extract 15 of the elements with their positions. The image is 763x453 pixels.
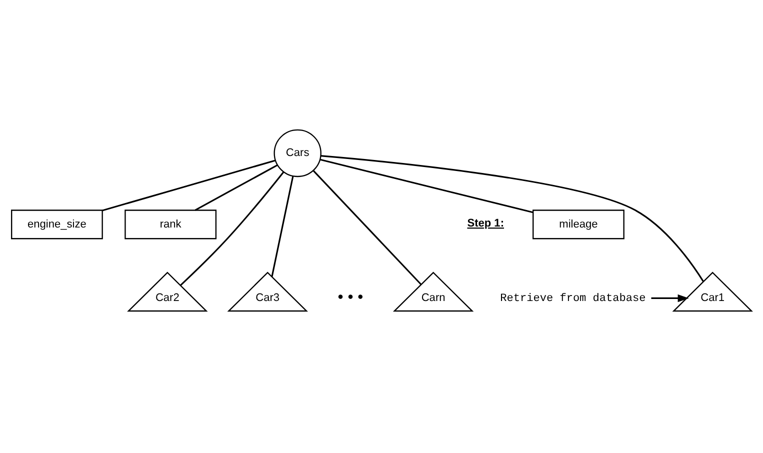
label: • • • <box>338 288 364 306</box>
connector <box>180 170 284 286</box>
connector <box>320 154 704 282</box>
connector <box>271 175 294 276</box>
connector <box>312 169 422 285</box>
node-circle: Cars <box>274 128 322 177</box>
node-text: Retrieve from database <box>500 292 646 305</box>
connector <box>320 158 534 213</box>
connector <box>102 159 276 211</box>
connector <box>194 164 278 210</box>
node-box: rank <box>124 209 217 239</box>
label: Step 1: <box>467 217 504 230</box>
node-box: mileage <box>532 209 624 239</box>
arrow <box>651 294 689 302</box>
node-box: engine_size <box>11 209 103 239</box>
